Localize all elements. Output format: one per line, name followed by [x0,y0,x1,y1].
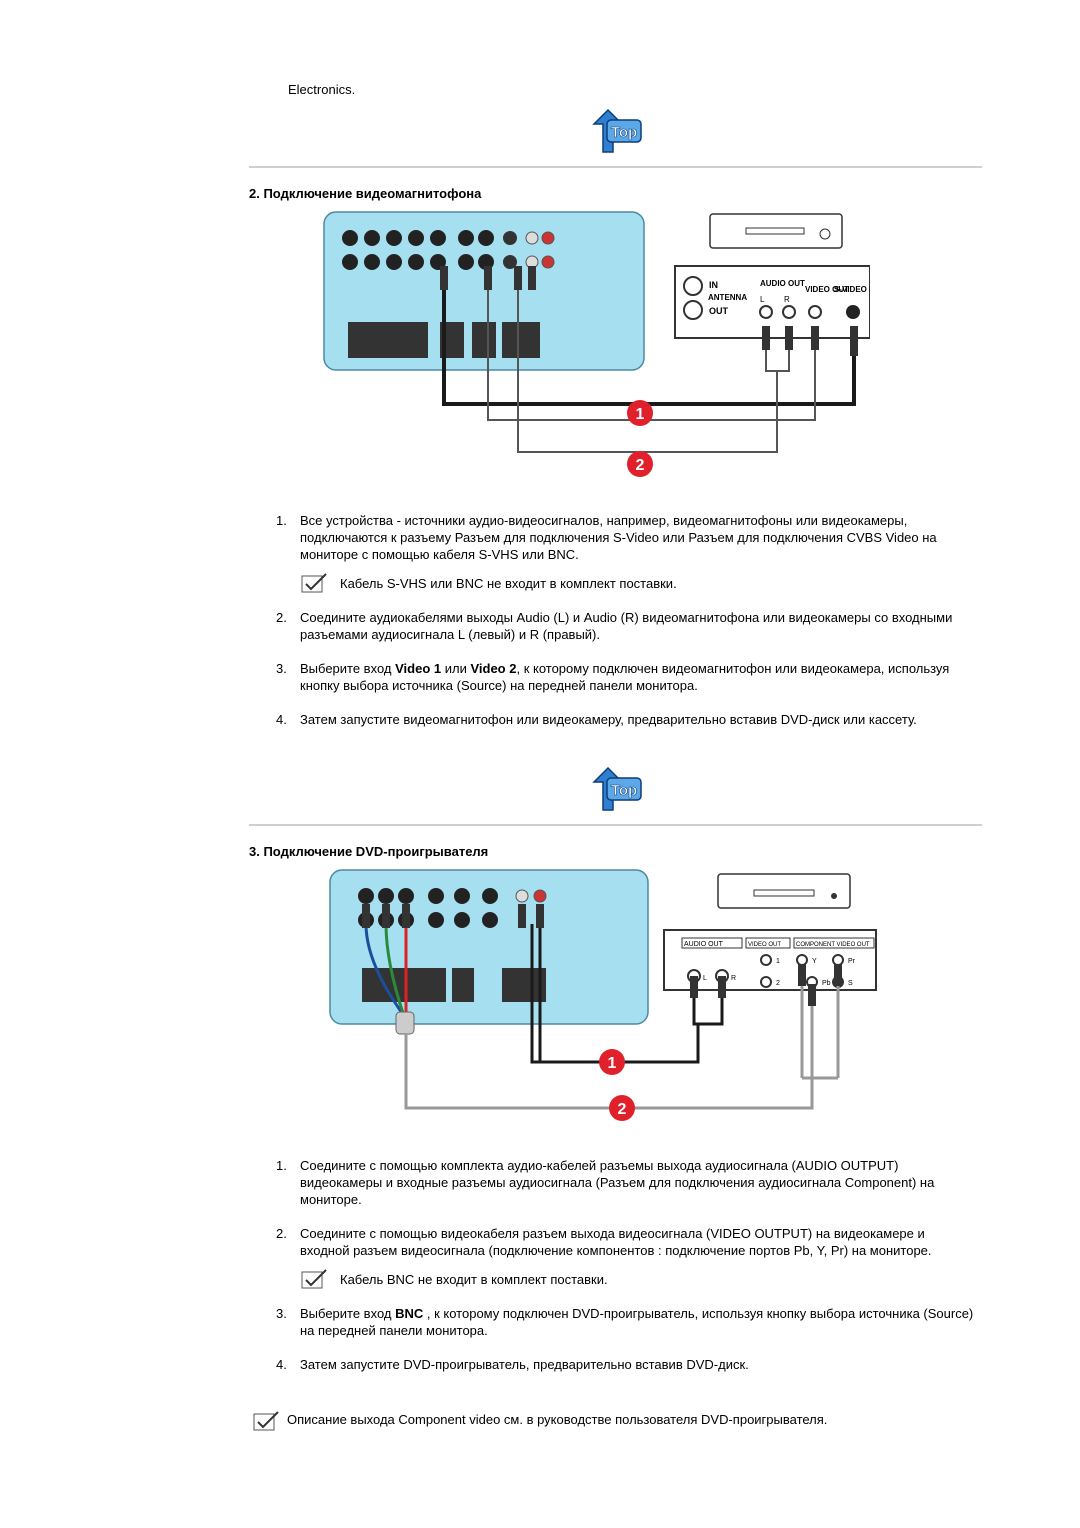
cable-plugs [362,904,842,1006]
dvd-step-1-text: Соедините с помощью комплекта аудио-кабе… [300,1158,935,1207]
vcr-back-panel: IN ANTENNA OUT AUDIO OUT L R VIDEO OUT S… [674,265,870,339]
cable-plugs [440,266,858,356]
dvd-step-2-text: Соедините с помощью видеокабеля разъем в… [300,1226,932,1258]
top-button-label: Top [611,124,637,141]
dvd-step-4-text: Затем запустите DVD-проигрыватель, предв… [300,1357,749,1372]
section-title-vcr: 2. Подключение видеомагнитофона [249,186,482,201]
vcr-label-antenna: ANTENNA [708,293,747,302]
marker-1: 1 [627,400,653,426]
cable-junction [395,1011,415,1035]
note-icon [301,573,327,593]
dvd-connection-diagram: AUDIO OUT VIDEO OUT COMPONENT VIDEO OUT … [329,869,877,1121]
marker-2-label: 2 [618,1101,627,1118]
vcr-device [709,213,843,249]
vcr-note: Кабель S-VHS или BNC не входит в комплек… [300,573,976,593]
top-button[interactable]: Top [591,766,643,812]
vcr-step-4: 4. Затем запустите видеомагнитофон или в… [276,712,917,727]
marker-2: 2 [627,451,653,477]
vcr-note-text: Кабель S-VHS или BNC не входит в комплек… [340,576,677,591]
dvd-note: Кабель BNC не входит в комплект поставки… [300,1269,976,1289]
dvd-step-1: 1. Соедините с помощью комплекта аудио-к… [276,1158,935,1207]
monitor-label-strips [362,968,546,1002]
vcr-label-svideo-out: S-VIDEO OUT [834,285,870,294]
dvd-steps: 1. Соедините с помощью комплекта аудио-к… [276,1157,976,1383]
dvd-label-r: R [731,975,736,982]
vcr-step-1: 1. Все устройства - источники аудио-виде… [276,513,937,562]
dvd-label-2: 2 [776,980,780,987]
dvd-label-pr: Pr [848,958,856,965]
cable-2 [487,266,816,453]
dvd-step-3: 3. Выберите вход BNC , к которому подклю… [276,1306,974,1338]
vcr-steps: 1. Все устройства - источники аудио-виде… [276,512,976,745]
dvd-device [717,873,851,909]
dvd-label-s: S [848,980,853,987]
vcr-step-1-text: Все устройства - источники аудио-видеоси… [300,513,937,562]
dvd-label-l: L [703,975,707,982]
dvd-label-video-out: VIDEO OUT [748,942,781,948]
dvd-step-4: 4. Затем запустите DVD-проигрыватель, пр… [276,1357,749,1372]
note-icon [253,1411,279,1431]
dvd-label-component-video-out: COMPONENT VIDEO OUT [796,942,870,948]
dvd-step-2: 2. Соедините с помощью видеокабеля разъе… [276,1226,932,1258]
vcr-label-r: R [784,295,790,304]
marker-1: 1 [599,1049,625,1075]
section-title-dvd: 3. Подключение DVD-проигрывателя [249,844,489,859]
intro-text: Electronics. [288,82,356,97]
vcr-connection-diagram: IN ANTENNA OUT AUDIO OUT L R VIDEO OUT S… [323,211,870,477]
dvd-back-panel: AUDIO OUT VIDEO OUT COMPONENT VIDEO OUT … [663,929,877,991]
marker-1-label: 1 [636,406,645,423]
vcr-step-2: 2. Соедините аудиокабелями выходы Audio … [276,610,953,642]
dvd-label-pb: Pb [822,980,831,987]
vcr-label-in: IN [709,280,718,290]
vcr-step-3: 3. Выберите вход Video 1 или Video 2, к … [276,661,950,693]
divider [249,824,982,826]
divider [249,166,982,168]
note-icon [301,1269,327,1289]
dvd-label-1: 1 [776,958,780,965]
vcr-label-out: OUT [709,306,729,316]
top-button[interactable]: Top [591,108,643,154]
vcr-step-2-text: Соедините аудиокабелями выходы Audio (L)… [300,610,953,642]
marker-2-label: 2 [636,457,645,474]
vcr-label-l: L [760,295,765,304]
vcr-step-4-text: Затем запустите видеомагнитофон или виде… [300,712,917,727]
top-button-label: Top [611,782,637,799]
final-note-text: Описание выхода Component video см. в ру… [287,1412,828,1427]
vcr-label-video-out: VIDEO OUT [805,285,849,294]
dvd-note-text: Кабель BNC не входит в комплект поставки… [340,1272,608,1287]
dvd-label-y: Y [812,958,817,965]
marker-2: 2 [609,1095,635,1121]
dvd-label-audio-out: AUDIO OUT [684,941,724,948]
vcr-label-audio-out: AUDIO OUT [760,279,805,288]
marker-1-label: 1 [608,1055,617,1072]
